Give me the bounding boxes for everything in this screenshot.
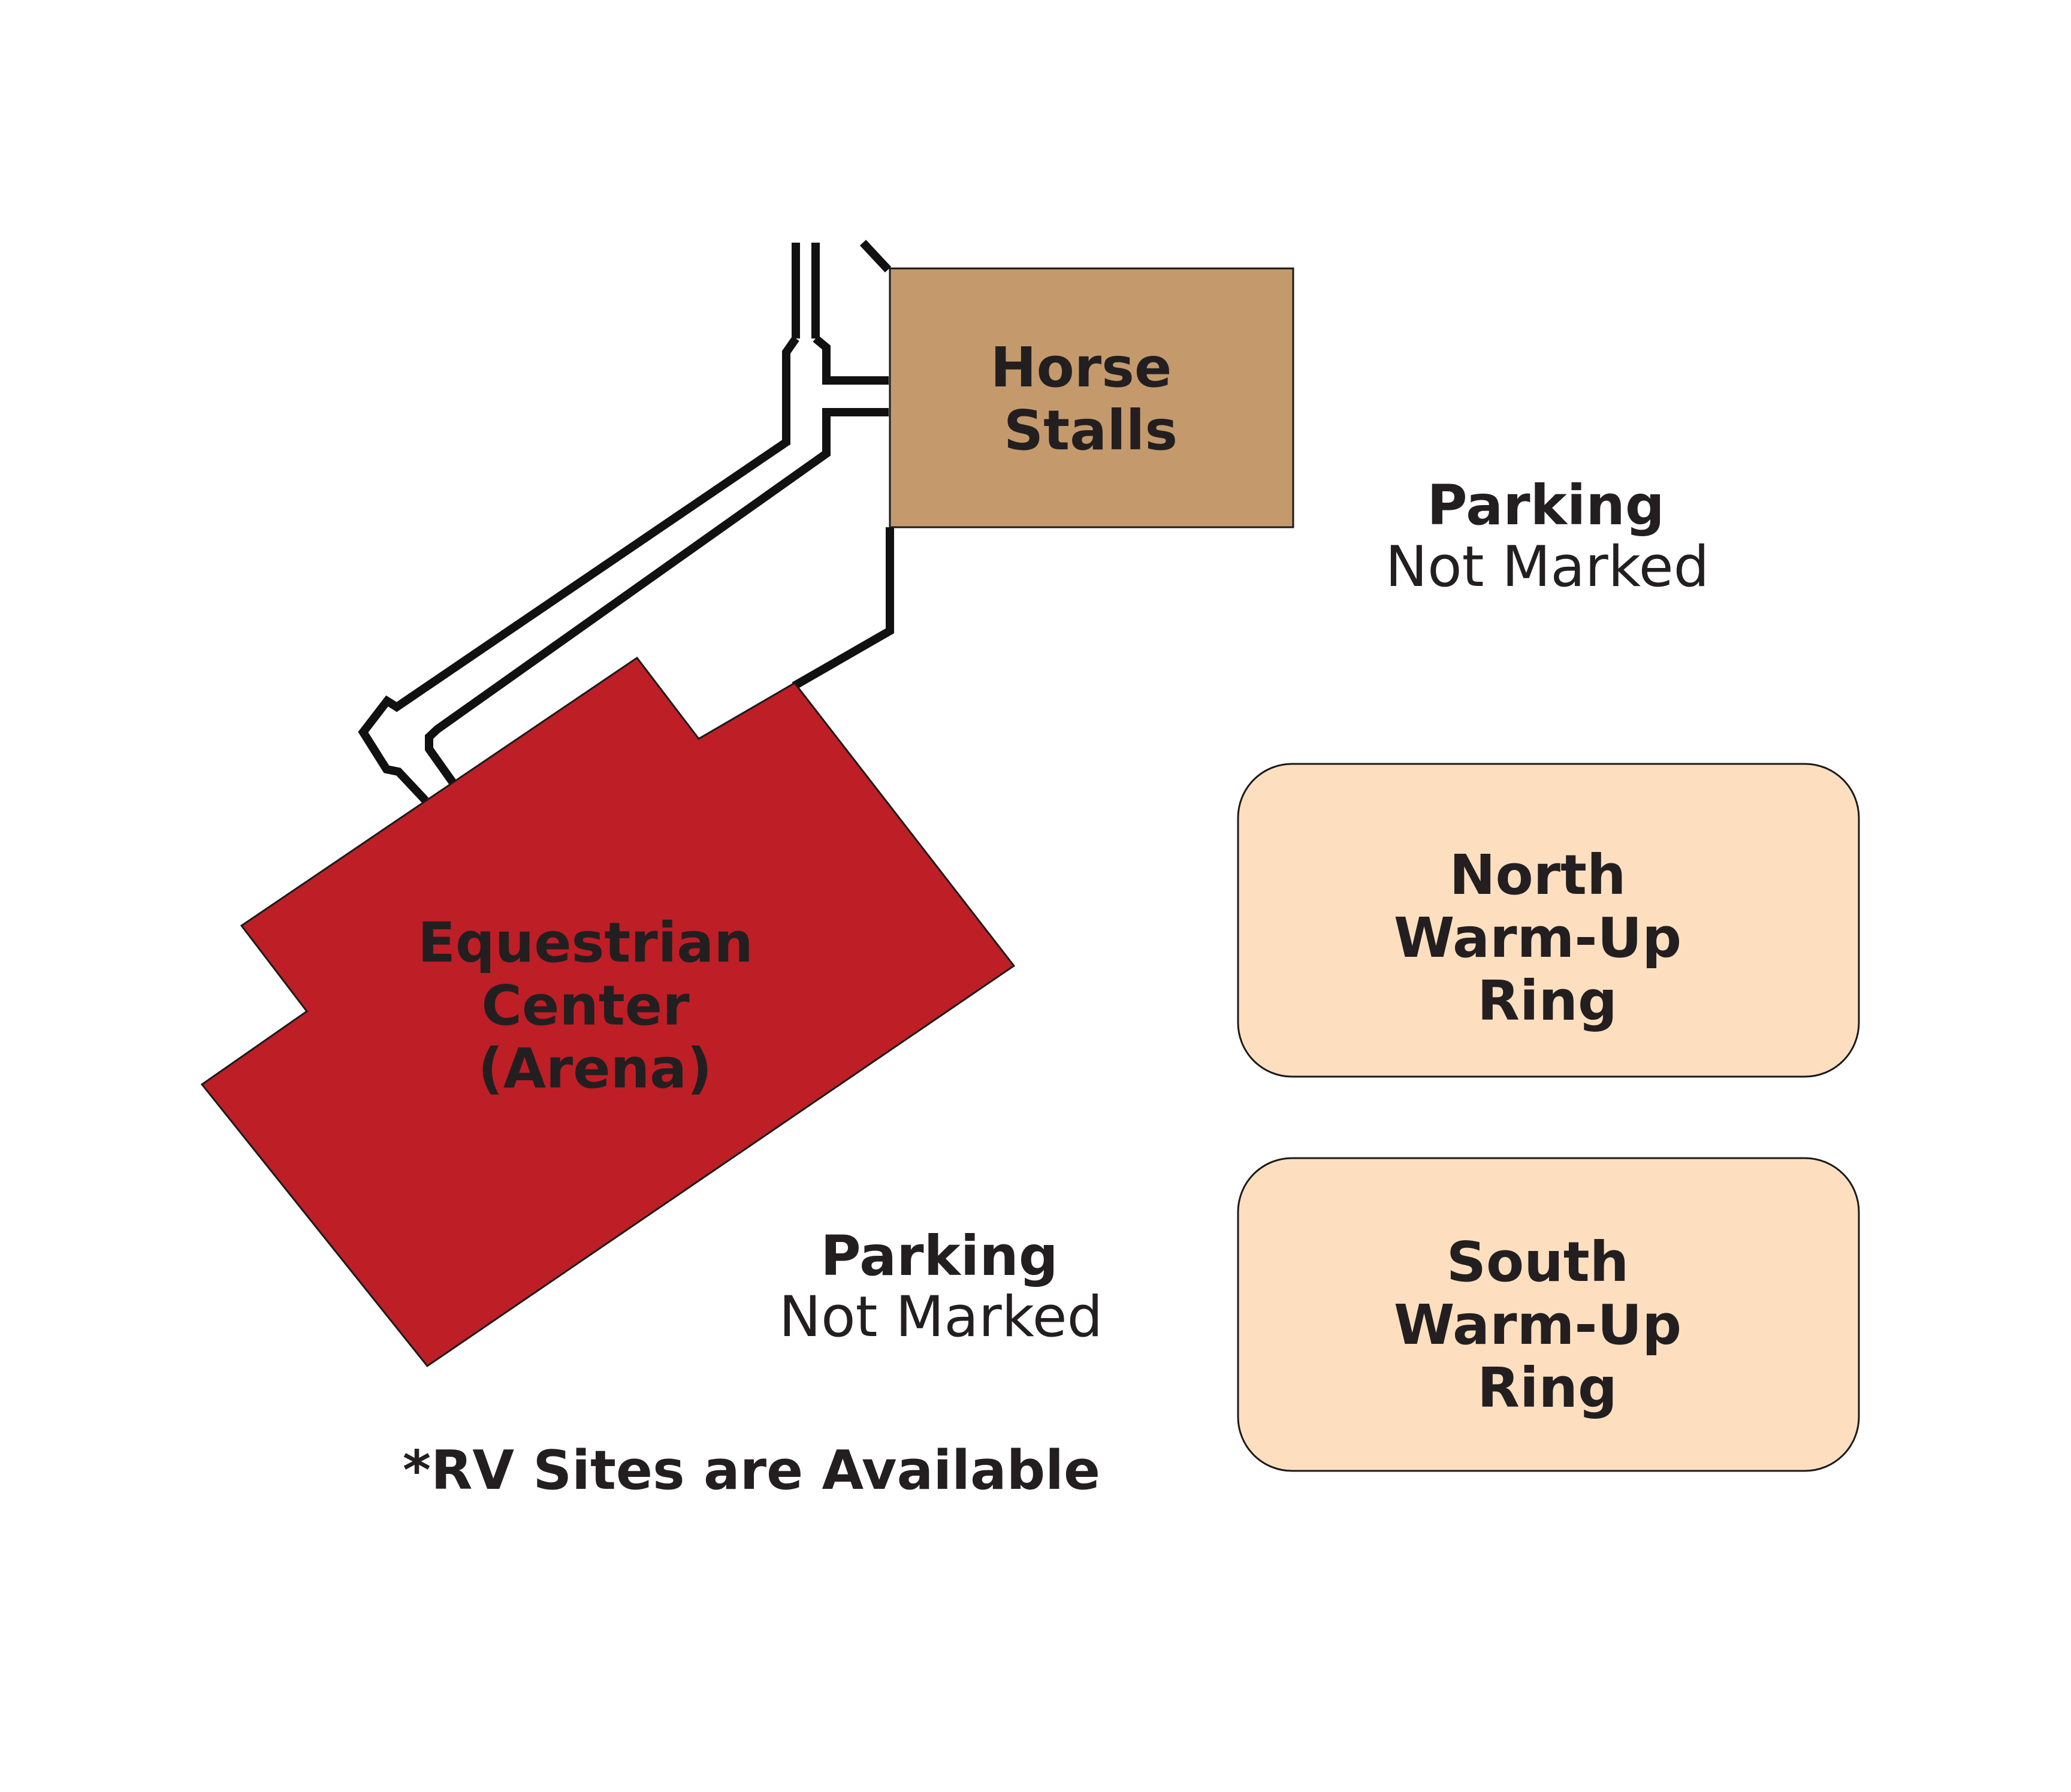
road-inner-path (425, 335, 889, 791)
equestrian-center-label-line: Equestrian (418, 911, 753, 975)
parking-north-subtitle: Not Marked (1385, 534, 1710, 600)
equestrian-center-label-line: Center (481, 974, 690, 1038)
parking-south-label: Parking Not Marked (779, 1224, 1103, 1350)
south-ring-label-line: South (1447, 1230, 1629, 1294)
horse-stalls-label-line: Horse (991, 336, 1172, 400)
south-ring-label-line: Ring (1477, 1356, 1617, 1420)
north-ring-label-line: Warm-Up (1394, 906, 1681, 970)
north-ring-label-line: North (1449, 843, 1626, 907)
access-roads (358, 240, 894, 803)
equestrian-center-label: Equestrian Center (Arena) (418, 911, 772, 1101)
horse-stalls-label-line: Stalls (1004, 398, 1178, 463)
road-stalls-to-arena (792, 527, 894, 690)
road-diagonal-spur (859, 240, 892, 273)
horse-stalls-building[interactable] (889, 267, 1294, 528)
parking-south-subtitle: Not Marked (779, 1285, 1103, 1350)
parking-north-label: Parking Not Marked (1385, 473, 1710, 600)
rv-sites-note: *RV Sites are Available (403, 1439, 1100, 1502)
equestrian-center-building[interactable] (200, 656, 1016, 1368)
north-ring-label-line: Ring (1477, 969, 1617, 1033)
equestrian-center-label-line: (Arena) (478, 1036, 713, 1101)
south-ring-label-line: Warm-Up (1394, 1293, 1681, 1357)
horse-stalls-label: Horse Stalls (991, 336, 1191, 463)
south-ring-label: South Warm-Up Ring (1394, 1230, 1701, 1420)
road-outer-path (358, 336, 799, 803)
north-warm-up-ring[interactable] (1237, 763, 1860, 1078)
parking-south-title: Parking (820, 1224, 1058, 1288)
parking-north-title: Parking (1427, 473, 1664, 537)
north-ring-label: North Warm-Up Ring (1394, 843, 1701, 1033)
south-warm-up-ring[interactable] (1237, 1157, 1860, 1472)
